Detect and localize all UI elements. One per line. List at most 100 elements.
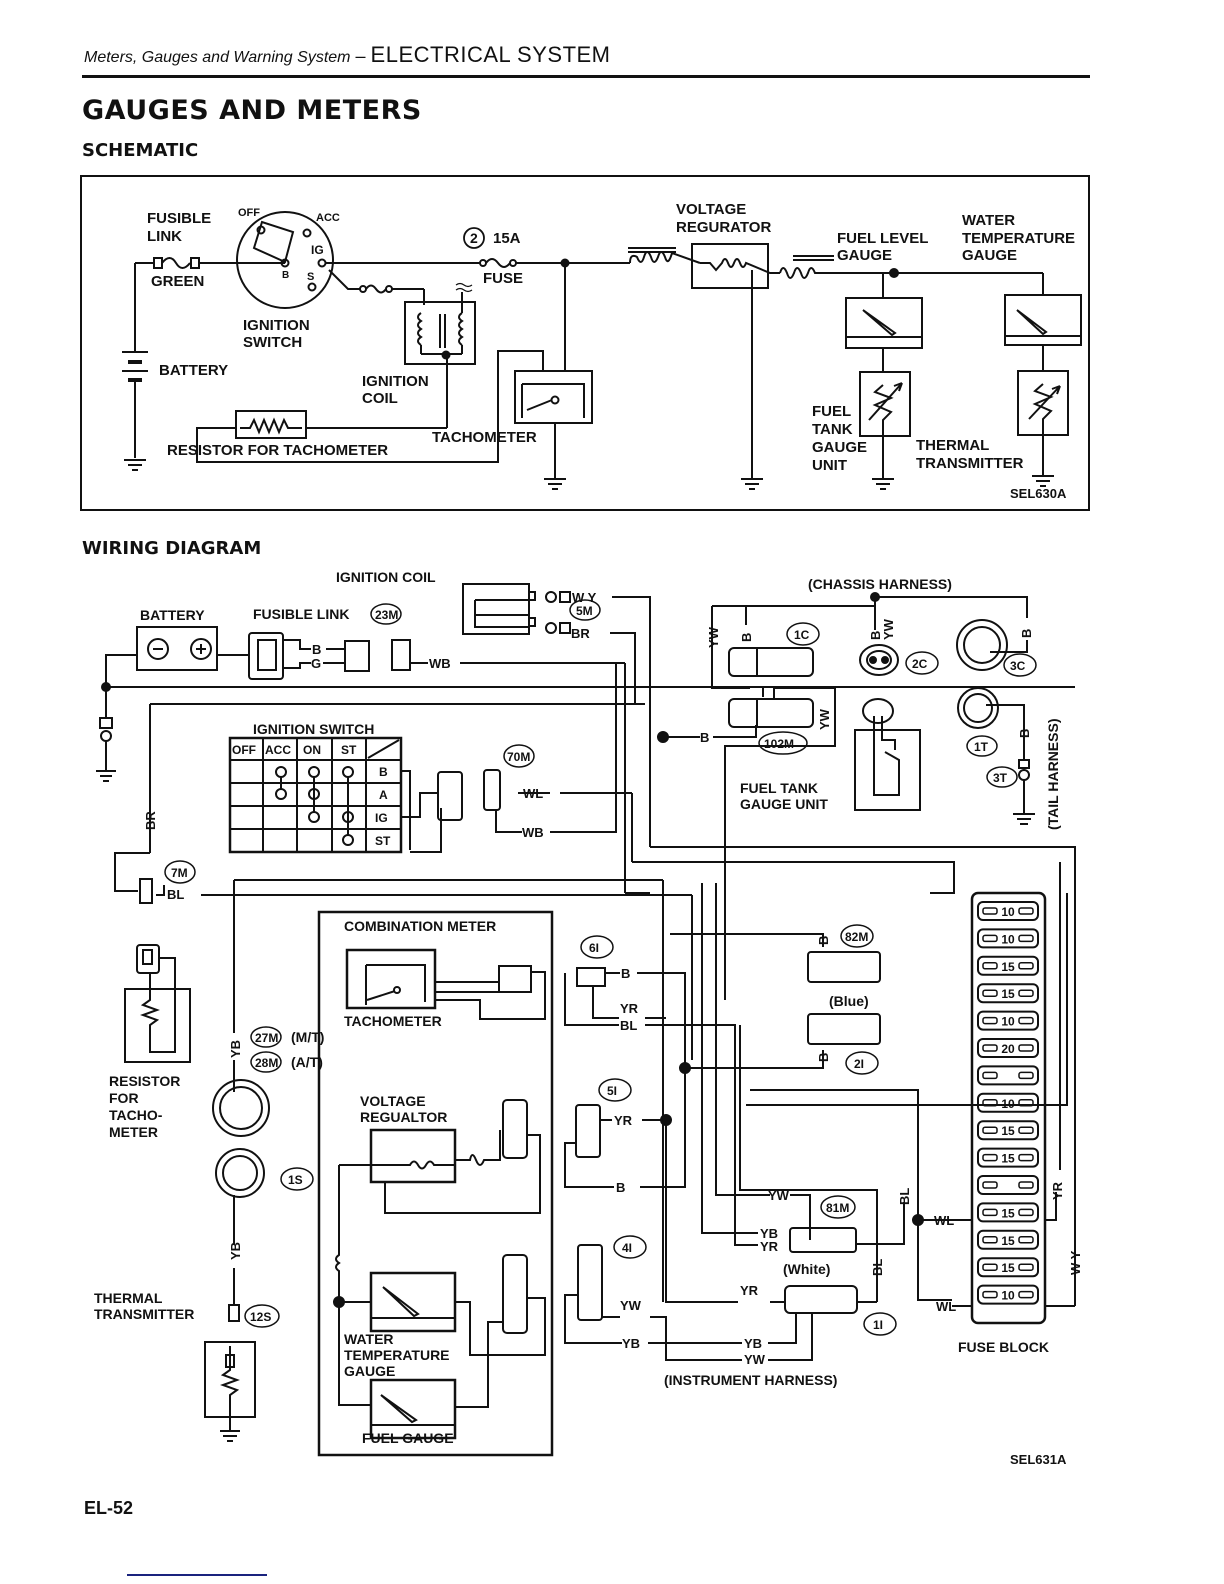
connector-label-2i: 2I: [845, 1051, 879, 1075]
svg-text:B: B: [868, 631, 883, 640]
svg-text:B: B: [616, 1180, 625, 1195]
connector-label-70m: 70M: [503, 744, 535, 768]
svg-text:UNIT: UNIT: [812, 457, 847, 474]
svg-text:GAUGE: GAUGE: [812, 439, 867, 456]
combination-meter: [317, 910, 554, 1457]
wd-label-resistor-tacho: RESISTOR: [109, 1073, 180, 1089]
fuse-rating: 15: [1001, 987, 1015, 1001]
wd-label-water-temp: WATER: [344, 1331, 394, 1347]
connector-3c: [956, 619, 1008, 671]
svg-text:23M: 23M: [375, 608, 398, 622]
schematic-code: SEL630A: [1010, 486, 1067, 501]
ignition-switch-symbol: [236, 211, 334, 309]
svg-text:7M: 7M: [171, 866, 188, 880]
connector-2i: [807, 1013, 881, 1045]
cm-tachometer: [345, 948, 437, 1010]
connector-label-81m: 81M: [820, 1195, 856, 1219]
connector-12s: [228, 1304, 240, 1322]
svg-text:102M: 102M: [764, 737, 794, 751]
link-underline: [127, 1574, 267, 1576]
svg-text:27M: 27M: [255, 1031, 278, 1045]
fuse-rating: 10: [1001, 905, 1015, 919]
svg-text:YR: YR: [1050, 1181, 1065, 1200]
fuse-cell: 15: [977, 1202, 1039, 1223]
system-name: ELECTRICAL SYSTEM: [370, 42, 611, 67]
fuse-rating: 15: [1001, 1206, 1015, 1220]
wd-label-tachometer: TACHOMETER: [344, 1013, 442, 1029]
fuse-rating: 20: [1001, 1042, 1015, 1056]
fuse-rating: 15: [1001, 1152, 1015, 1166]
fuse-rating: 15: [1001, 1234, 1015, 1248]
svg-text:(A/T): (A/T): [291, 1054, 323, 1070]
svg-text:OFF: OFF: [232, 743, 256, 757]
fuse-cell: 15: [977, 983, 1039, 1004]
cm-vr-connector: [502, 1099, 528, 1159]
svg-text:METER: METER: [109, 1124, 158, 1140]
battery-symbol: [136, 626, 218, 671]
svg-text:BL: BL: [897, 1188, 912, 1205]
svg-text:28M: 28M: [255, 1056, 278, 1070]
fuse-cell: [977, 1065, 1039, 1086]
fuse-cell: 10: [977, 1010, 1039, 1031]
sch-label-tachometer: TACHOMETER: [432, 429, 537, 446]
svg-text:YB: YB: [228, 1040, 243, 1058]
fuse-cell: 15: [977, 1229, 1039, 1250]
svg-text:YR: YR: [740, 1283, 759, 1298]
ignition-coil-symbol: [404, 301, 476, 365]
fuse-rating: 10: [1001, 1289, 1015, 1303]
connector-label-1i: 1I: [863, 1312, 897, 1336]
sch-label-resistor: RESISTOR FOR TACHOMETER: [167, 442, 388, 459]
svg-text:A: A: [379, 788, 388, 802]
fuse-rating: 10: [1001, 1097, 1015, 1111]
fuse-rating: 15: [1001, 960, 1015, 974]
sch-label-fuel-level-gauge: FUEL LEVEL: [837, 230, 928, 247]
svg-text:(White): (White): [783, 1261, 830, 1277]
svg-text:GAUGE: GAUGE: [962, 247, 1017, 264]
ignition-switch-table: [228, 736, 403, 854]
connector-70m: [483, 769, 501, 811]
svg-text:REGUALTOR: REGUALTOR: [360, 1109, 447, 1125]
svg-text:B: B: [1017, 729, 1032, 738]
connector-label-102m: 102M: [758, 731, 808, 755]
sch-label-battery: BATTERY: [159, 362, 228, 379]
connector-label-6i: 6I: [580, 935, 614, 959]
svg-text:4I: 4I: [622, 1241, 632, 1255]
schematic-frame: [80, 175, 1090, 511]
connector-label-1c: 1C: [786, 622, 820, 646]
header-separator: –: [355, 46, 366, 66]
wd-label-ignition-switch: IGNITION SWITCH: [253, 721, 374, 737]
connector-label-28m: 28M: [250, 1051, 282, 1073]
sch-label-green: GREEN: [151, 273, 204, 290]
wiring-diagram-heading: WIRING DIAGRAM: [82, 538, 262, 559]
svg-text:YR: YR: [620, 1001, 639, 1016]
svg-text:TEMPERATURE: TEMPERATURE: [962, 230, 1075, 247]
svg-text:(Blue): (Blue): [829, 993, 869, 1009]
svg-text:BR: BR: [571, 626, 590, 641]
svg-text:81M: 81M: [826, 1201, 849, 1215]
voltage-regulator-symbol: [691, 243, 769, 289]
svg-text:G: G: [311, 656, 321, 671]
connector-5i: [575, 1104, 601, 1158]
svg-text:B: B: [1019, 629, 1034, 638]
cm-fuel-gauge: [369, 1378, 457, 1440]
svg-text:W Y: W Y: [1068, 1250, 1083, 1275]
connector-27m-28m: [212, 1079, 270, 1137]
connector-label-4i: 4I: [613, 1235, 647, 1259]
svg-text:IG: IG: [375, 811, 388, 825]
svg-text:GAUGE: GAUGE: [837, 247, 892, 264]
connector-label-12s: 12S: [244, 1304, 280, 1328]
svg-text:BL: BL: [870, 1259, 885, 1276]
svg-text:WB: WB: [429, 656, 451, 671]
connector-label-3c: 3C: [1003, 653, 1037, 677]
ignition-switch-connector: [437, 771, 463, 821]
svg-text:GAUGE UNIT: GAUGE UNIT: [740, 796, 828, 812]
fuse-cell: 10: [977, 1092, 1039, 1113]
sch-label-ignition-coil: IGNITION: [362, 373, 429, 390]
svg-text:5I: 5I: [607, 1084, 617, 1098]
svg-text:B: B: [700, 730, 709, 745]
svg-text:TRANSMITTER: TRANSMITTER: [916, 455, 1024, 472]
svg-text:B: B: [816, 1053, 831, 1062]
cm-voltage-regulator: [369, 1128, 457, 1184]
ignition-coil-connector: [462, 583, 530, 635]
connector-7m: [139, 878, 153, 904]
